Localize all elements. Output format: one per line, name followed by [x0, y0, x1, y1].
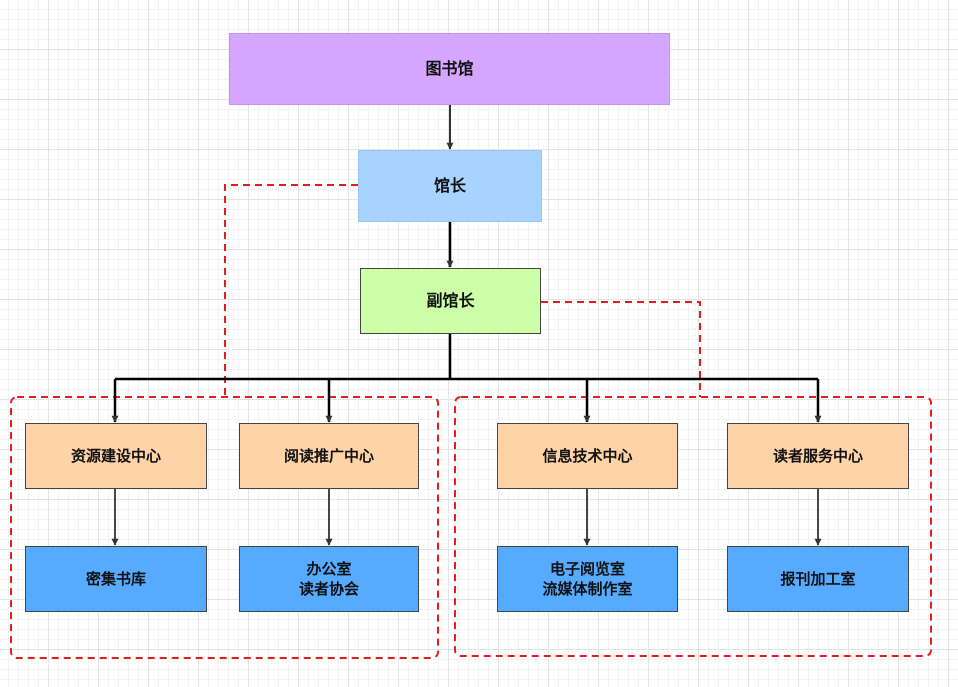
dashed-link-vice-director	[541, 301, 701, 397]
node-office-reader-association[interactable]: 办公室 读者协会	[239, 546, 419, 612]
group-boundary-right	[454, 396, 932, 657]
node-reader-service-center[interactable]: 读者服务中心	[727, 423, 909, 489]
node-dense-stacks[interactable]: 密集书库	[25, 546, 207, 612]
node-vice-director[interactable]: 副馆长	[360, 268, 541, 334]
node-director[interactable]: 馆长	[358, 150, 542, 222]
group-boundary-left	[10, 396, 439, 659]
node-library[interactable]: 图书馆	[229, 33, 670, 105]
dashed-link-director	[224, 184, 358, 397]
node-resource-center[interactable]: 资源建设中心	[25, 423, 207, 489]
node-it-center[interactable]: 信息技术中心	[497, 423, 678, 489]
node-periodical-processing-room[interactable]: 报刊加工室	[727, 546, 909, 612]
node-reading-promotion-center[interactable]: 阅读推广中心	[239, 423, 419, 489]
node-e-reading-media-room[interactable]: 电子阅览室 流媒体制作室	[497, 546, 678, 612]
